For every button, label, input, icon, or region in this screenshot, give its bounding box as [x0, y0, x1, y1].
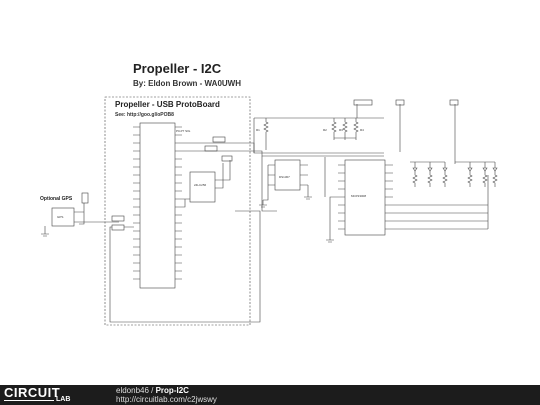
- vdd-tag-top3: [449, 99, 459, 106]
- resistor-r4: [353, 118, 359, 140]
- svg-text:R3: R3: [339, 128, 343, 132]
- resistor-r2: [331, 118, 337, 140]
- vdd-tag-top1: [353, 99, 373, 106]
- scl-tag: [212, 136, 226, 143]
- gps-connector: [81, 192, 89, 204]
- svg-text:R4: R4: [360, 128, 364, 132]
- propeller-pins-right: [175, 126, 182, 280]
- gps-tx-tag: [111, 215, 125, 222]
- svg-text:R2: R2: [323, 128, 327, 132]
- svg-text:MCP23008: MCP23008: [351, 194, 366, 198]
- author-line: By: Eldon Brown - WA0UWH: [133, 79, 241, 88]
- io-expander-chip: [344, 159, 386, 236]
- logo-sub-text: LAB: [56, 396, 71, 403]
- schematic-canvas: P0-P7 SIG R1 R2 R3 R4 24LC256 DS1307 MCP…: [41, 96, 498, 326]
- project-url[interactable]: http://circuitlab.com/c2jwswy: [116, 395, 217, 404]
- footer-bar: CIRCUIT LAB eldonb46 / Prop-I2C http://c…: [0, 385, 540, 405]
- project-name[interactable]: Prop-I2C: [155, 386, 189, 395]
- path-separator: /: [148, 386, 156, 395]
- svg-text:R1: R1: [256, 128, 260, 132]
- led-group-left: [410, 161, 448, 187]
- diagram-title: Propeller - I2C: [133, 61, 222, 76]
- vdd-tag-eeprom: [221, 155, 233, 162]
- sda-tag: [204, 145, 218, 152]
- owner-username[interactable]: eldonb46: [116, 386, 149, 395]
- svg-text:P0-P7 SIG: P0-P7 SIG: [176, 129, 191, 133]
- led-group-right: [455, 161, 498, 187]
- gps-rx-tag: [111, 224, 125, 231]
- resistor-r1: [263, 118, 269, 150]
- logo-text: CIRCUIT: [4, 385, 61, 400]
- project-owner-line: eldonb46 / Prop-I2C: [116, 386, 189, 395]
- logo-underline: [4, 400, 54, 401]
- propeller-chip: [139, 122, 176, 289]
- gps-label: Optional GPS: [40, 196, 73, 202]
- eeprom-chip: [189, 171, 216, 203]
- gps-module: [51, 207, 75, 227]
- i2c-bus: [182, 142, 384, 157]
- propeller-pins-left: [133, 126, 140, 280]
- circuitlab-logo[interactable]: CIRCUIT: [4, 386, 60, 399]
- svg-text:24LC256: 24LC256: [194, 183, 207, 187]
- board-link[interactable]: See: http://goo.gl/oPOB8: [115, 112, 174, 118]
- resistor-r3: [342, 118, 348, 140]
- vdd-tag-top2: [395, 99, 405, 106]
- board-title: Propeller - USB ProtoBoard: [115, 100, 220, 109]
- ground-symbol: [259, 193, 334, 243]
- svg-text:DS1307: DS1307: [279, 175, 290, 179]
- svg-text:GPS: GPS: [57, 215, 63, 219]
